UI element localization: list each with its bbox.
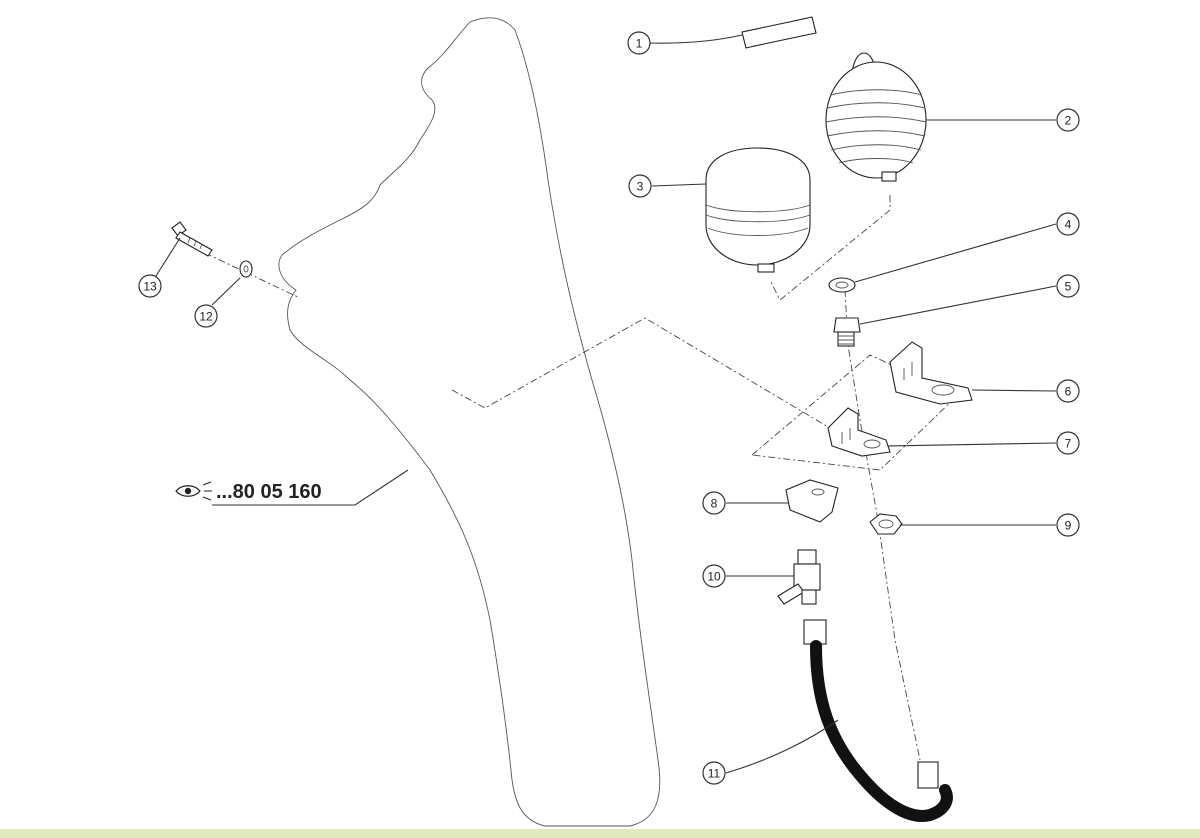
- machine-body-outline: [278, 17, 661, 827]
- callout-6: 6: [1056, 379, 1080, 403]
- svg-text:7: 7: [1065, 437, 1072, 451]
- callout-8: 8: [702, 491, 726, 515]
- part-7-bracket: [827, 407, 891, 457]
- part-6-bracket: [889, 341, 973, 405]
- reference-number: ...80 05 160: [216, 481, 322, 503]
- svg-text:11: 11: [708, 767, 721, 781]
- part-9-nut: [869, 513, 903, 535]
- part-3-cylindrical-accumulator: [705, 147, 811, 273]
- svg-text:1: 1: [636, 37, 643, 51]
- svg-text:6: 6: [1065, 385, 1072, 399]
- svg-text:5: 5: [1065, 280, 1072, 294]
- part-11-hose: [803, 619, 953, 822]
- eye-icon: [175, 481, 212, 501]
- leader-lines: [155, 34, 1057, 774]
- part-10-valve: [777, 549, 821, 605]
- part-1-strip: [741, 16, 817, 49]
- callout-3: 3: [628, 174, 652, 198]
- cross-reference: ...80 05 160: [175, 481, 322, 503]
- svg-text:13: 13: [143, 280, 157, 294]
- callout-13: 13: [138, 274, 162, 298]
- bottom-bar: [0, 829, 1200, 838]
- part-2-bulb-accumulator: [825, 52, 927, 182]
- part-13-bolt: [171, 221, 213, 257]
- part-12-washer: [239, 260, 253, 278]
- svg-text:8: 8: [711, 497, 718, 511]
- callout-5: 5: [1056, 274, 1080, 298]
- callout-7: 7: [1056, 431, 1080, 455]
- callouts: 1 2 3 4 5 6 7 8: [138, 31, 1080, 785]
- callout-1: 1: [627, 31, 651, 55]
- svg-text:3: 3: [637, 180, 644, 194]
- svg-text:2: 2: [1065, 114, 1072, 128]
- callout-12: 12: [194, 304, 218, 328]
- svg-text:10: 10: [707, 570, 721, 584]
- callout-2: 2: [1056, 108, 1080, 132]
- part-4-washer: [828, 277, 856, 293]
- part-5-fitting: [833, 317, 861, 347]
- callout-11: 11: [702, 761, 726, 785]
- callout-10: 10: [702, 564, 726, 588]
- svg-text:12: 12: [199, 310, 213, 324]
- part-8-small-bracket: [785, 479, 839, 523]
- svg-text:4: 4: [1065, 218, 1072, 232]
- callout-4: 4: [1056, 212, 1080, 236]
- svg-text:9: 9: [1065, 519, 1072, 533]
- callout-9: 9: [1056, 513, 1080, 537]
